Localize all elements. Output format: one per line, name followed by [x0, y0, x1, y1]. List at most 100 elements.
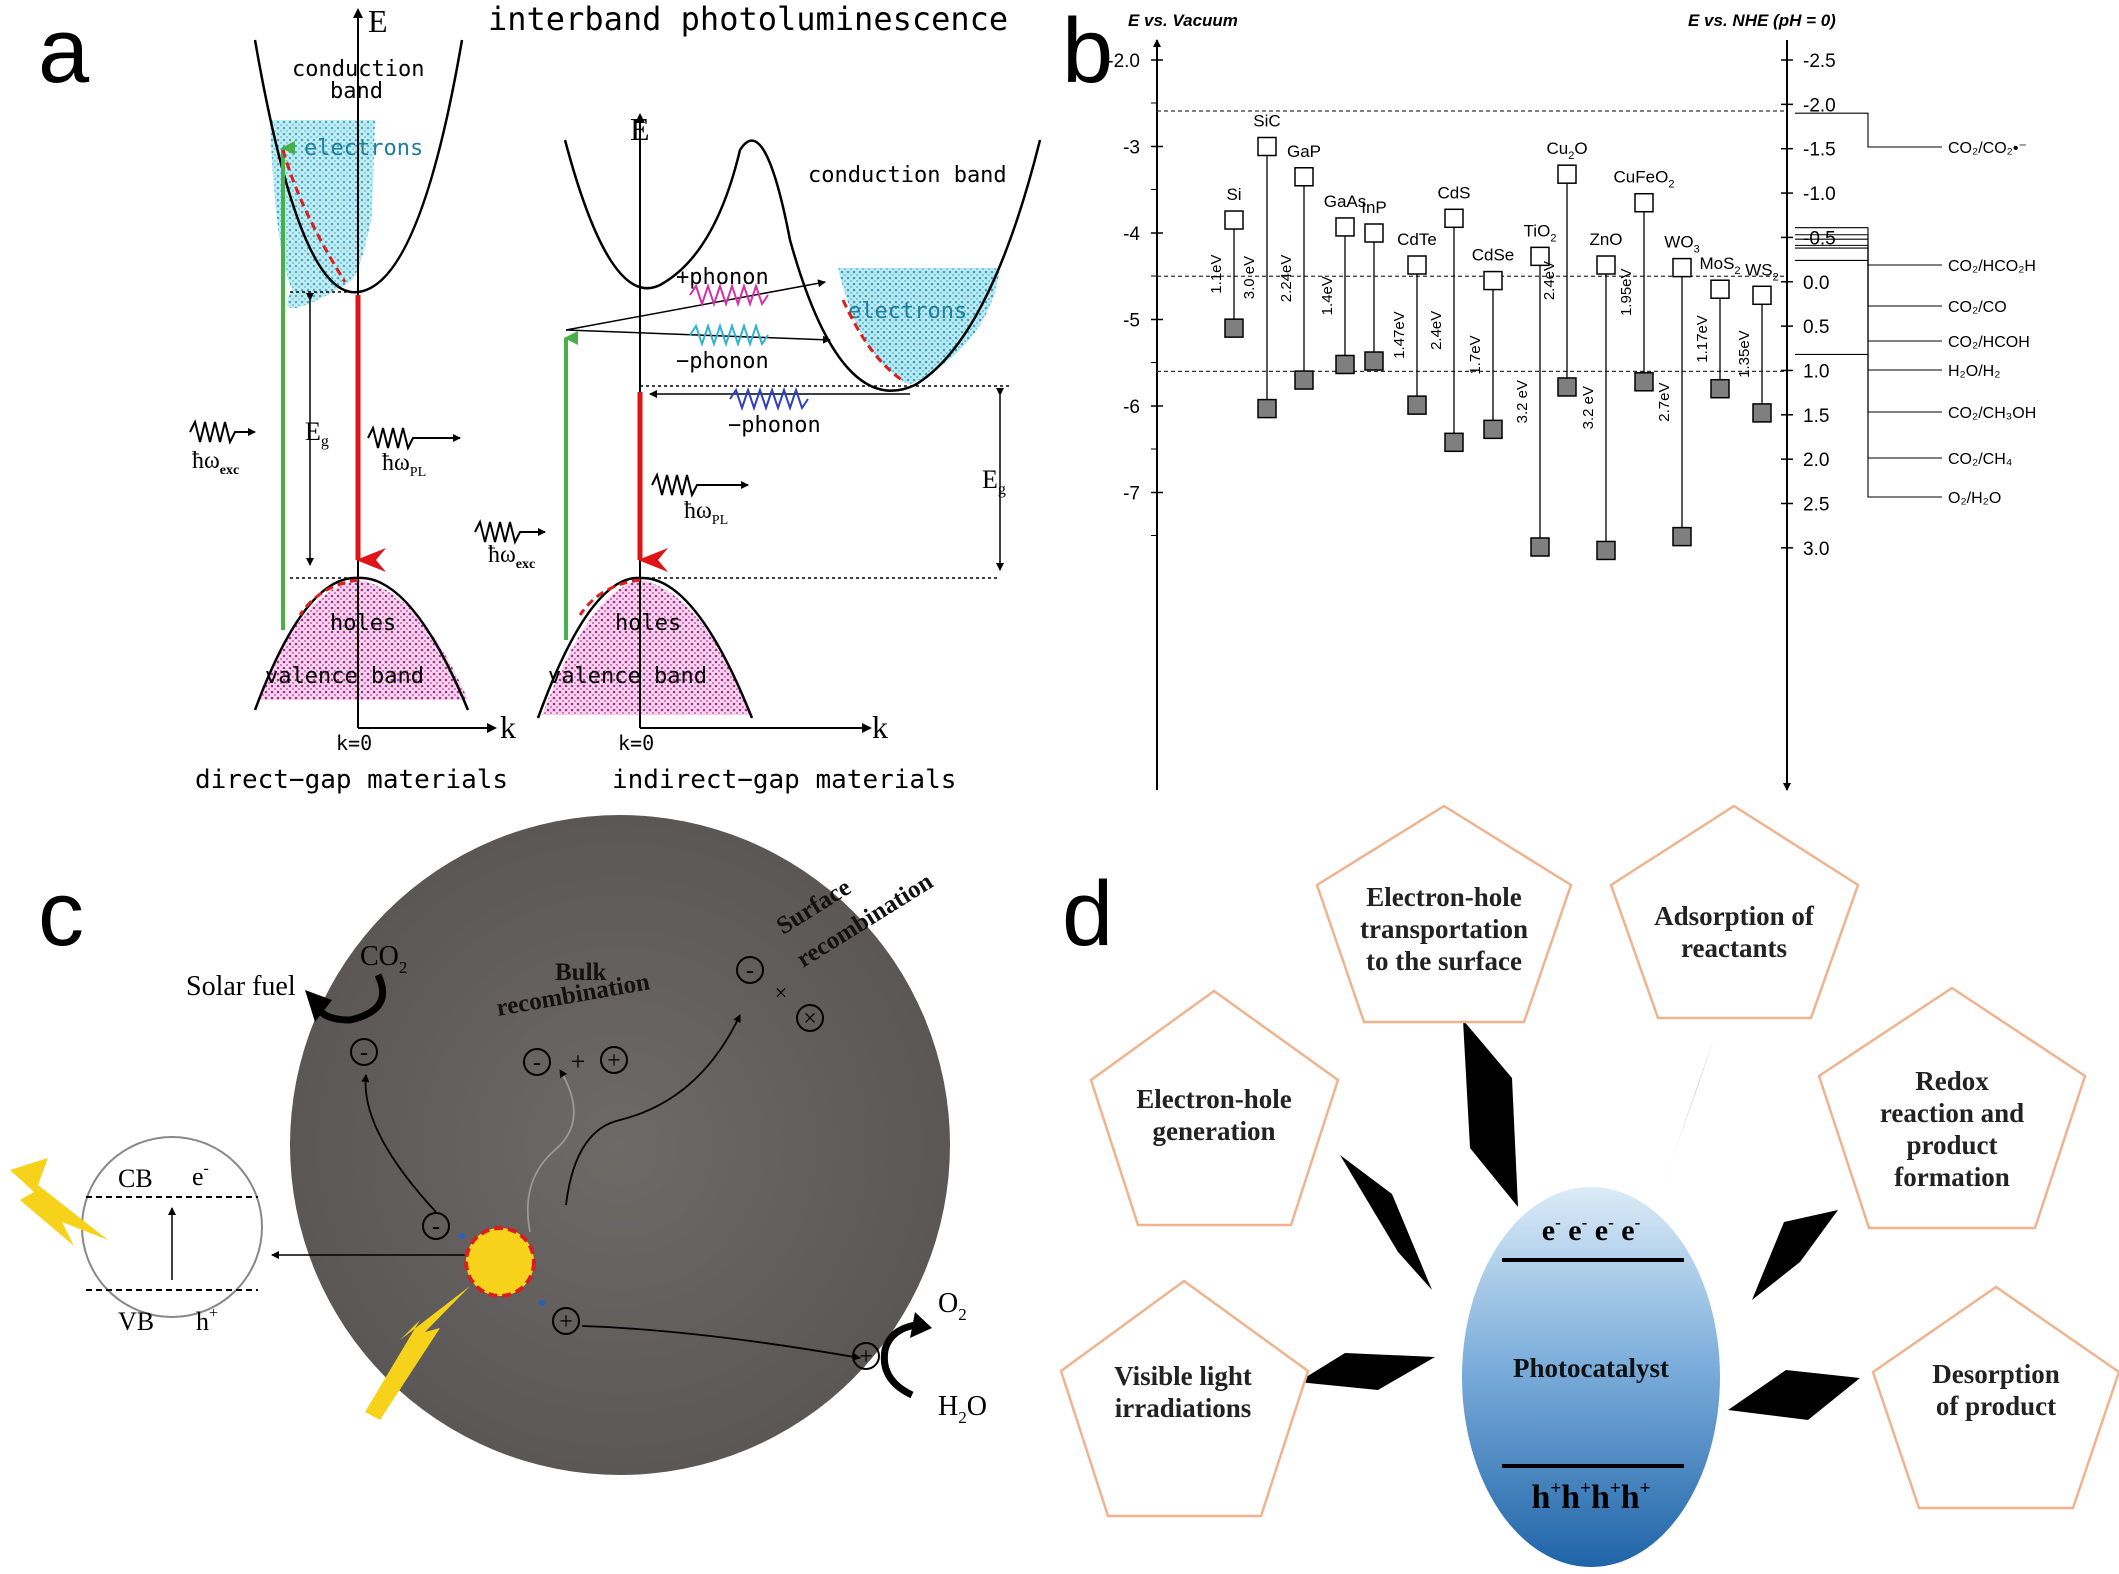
- direct-gap-diagram: E k k=0 conduction band electrons holes …: [189, 3, 516, 795]
- band-gap-label: 2.4eV: [1541, 261, 1558, 300]
- step-adsorption-line-2: reactants: [1681, 933, 1787, 963]
- exc-label-indirect: ħωexc: [488, 542, 535, 572]
- electron-sign-center: -: [432, 1214, 440, 1240]
- hole-symbol-surface: [852, 1342, 880, 1370]
- nhe-tick-label: -1.5: [1803, 140, 1836, 161]
- cb-edge-marker: [1557, 164, 1577, 184]
- band-gap-label: 2.24eV: [1278, 255, 1295, 303]
- vacuum-tick-label: -4: [1123, 224, 1140, 245]
- step-desorption-line-1: Desorption: [1932, 1359, 2060, 1389]
- material-name: ZnO: [1589, 230, 1622, 249]
- arrow-visible-light: [1298, 1353, 1435, 1390]
- electron-sign-surface: -: [360, 1040, 368, 1066]
- redox-couples: CO₂/CO₂•⁻CO₂/HCO₂HCO₂/COCO₂/HCOHH₂O/H₂CO…: [1795, 112, 2036, 507]
- nhe-tick-label: 0.5: [1803, 317, 1829, 338]
- pentagon-visible-light: [1059, 1279, 1310, 1518]
- step-desorption-line-2: of product: [1936, 1391, 2056, 1421]
- step-transport-line-3: to the surface: [1366, 946, 1522, 976]
- material-inp: InP: [1361, 198, 1387, 371]
- hole-sign-surface: +: [859, 1344, 873, 1370]
- vb-edge-marker: [1557, 377, 1577, 397]
- redox-leader-line: [1795, 353, 1942, 498]
- band-gap-label: 1.35eV: [1736, 330, 1753, 378]
- o2-label: O2: [938, 1288, 967, 1324]
- redox-couple-label: CO₂/CH₄: [1948, 451, 2012, 468]
- panel-b-band-chart: E vs. Vacuum E vs. NHE (pH = 0) -2.0-3-4…: [1107, 11, 2036, 791]
- pentagon-desorption: [1871, 1285, 2119, 1510]
- co2-conversion-arrow: [314, 973, 386, 1024]
- valence-band-fill-direct: [258, 580, 468, 700]
- panel-d: Photocatalyst e- e- e- e- h+h+h+h+ Visib…: [1059, 804, 2119, 1567]
- vb-edge-marker: [1752, 403, 1772, 423]
- caption-direct: direct−gap materials: [195, 765, 508, 795]
- vb-edge-marker: [1596, 540, 1616, 561]
- cb-edge-marker: [1294, 167, 1314, 187]
- band-gap-label: 1.1eV: [1208, 254, 1225, 293]
- lightning-icon-inset: [10, 1158, 108, 1246]
- arrow-adsorption: [1656, 1033, 1716, 1205]
- bulk-label-1: Bulk: [555, 959, 607, 986]
- arrow-transport: [1463, 1020, 1518, 1207]
- vacuum-tick-label: -7: [1123, 484, 1140, 505]
- cb-edge-marker: [1224, 210, 1244, 230]
- material-name: InP: [1361, 198, 1387, 217]
- step-visible-light-line-2: irradiations: [1115, 1393, 1252, 1423]
- step-redox-line-3: product: [1906, 1130, 1997, 1160]
- material-name: CdS: [1437, 183, 1470, 202]
- pl-wave-direct: [367, 425, 461, 451]
- arrow-redox: [1752, 1210, 1838, 1300]
- pentagon-generation: [1089, 989, 1340, 1227]
- step-generation-line-2: generation: [1153, 1116, 1276, 1146]
- step-transport-line-1: Electron-hole: [1366, 882, 1521, 912]
- material-cu2o: Cu2O 2.4eV: [1541, 139, 1588, 397]
- cb-edge-marker: [1530, 246, 1550, 267]
- relax-path-vb-direct: [298, 578, 359, 616]
- minus-phonon-label-2: −phonon: [728, 413, 821, 438]
- step-redox-line-1: Redox: [1915, 1066, 1989, 1096]
- material-name: WS2: [1745, 260, 1779, 283]
- material-name: Si: [1226, 185, 1241, 204]
- band-gap-label: 1.7eV: [1467, 335, 1484, 374]
- vb-edge-marker: [1407, 395, 1427, 415]
- conduction-label: conduction: [292, 57, 424, 82]
- hole-path-to-surface: [581, 1325, 861, 1361]
- valence-band-fill-indirect: [542, 580, 752, 715]
- vb-edge-marker: [1224, 318, 1244, 338]
- electron-dot: [459, 1233, 465, 1239]
- redox-couple-label: CO₂/CO: [1948, 299, 2007, 316]
- redox-couple-label: CO₂/CO₂•⁻: [1948, 140, 2027, 157]
- redox-couple-label: CO₂/CH₃OH: [1948, 405, 2036, 422]
- electron-label-inset: e-: [192, 1160, 209, 1191]
- nhe-tick-label: 2.5: [1803, 495, 1829, 516]
- holes-label-direct: holes: [330, 611, 396, 636]
- material-gap: GaP 2.24eV: [1278, 142, 1321, 390]
- vacuum-tick-label: -6: [1123, 397, 1140, 418]
- redox-couple-label: CO₂/HCOH: [1948, 334, 2030, 351]
- panel-c: CB VB e- h+ - + - + Bulk recombination -…: [10, 815, 987, 1475]
- cb-edge-marker: [1634, 192, 1654, 213]
- redox-couple-label: H₂O/H₂: [1948, 363, 2000, 380]
- h2o-label: H2O: [938, 1391, 987, 1427]
- vb-edge-marker: [1257, 398, 1277, 419]
- water-oxidation-arrowhead: [910, 1312, 932, 1338]
- surface-hole-symbol: [796, 1004, 824, 1032]
- nhe-tick-label: 2.0: [1803, 450, 1829, 471]
- hole-dot: [539, 1300, 545, 1306]
- panel-label-b: b: [1062, 0, 1113, 102]
- material-name: Cu2O: [1546, 139, 1587, 162]
- relax-path-vb-indirect: [578, 578, 641, 616]
- band-gap-label: 3.2 eV: [1514, 380, 1531, 423]
- band-gap-label: 1.17eV: [1694, 315, 1711, 363]
- conduction-band-curve-indirect: [563, 139, 1042, 392]
- k-axis-label-indirect: k: [872, 709, 888, 745]
- band-gap-label: 1.47eV: [1391, 311, 1408, 359]
- vb-edge-marker: [1672, 526, 1692, 547]
- material-name: GaP: [1287, 142, 1321, 161]
- material-si: Si 1.1eV: [1208, 185, 1244, 338]
- photocatalyst-oval: [1462, 1187, 1720, 1567]
